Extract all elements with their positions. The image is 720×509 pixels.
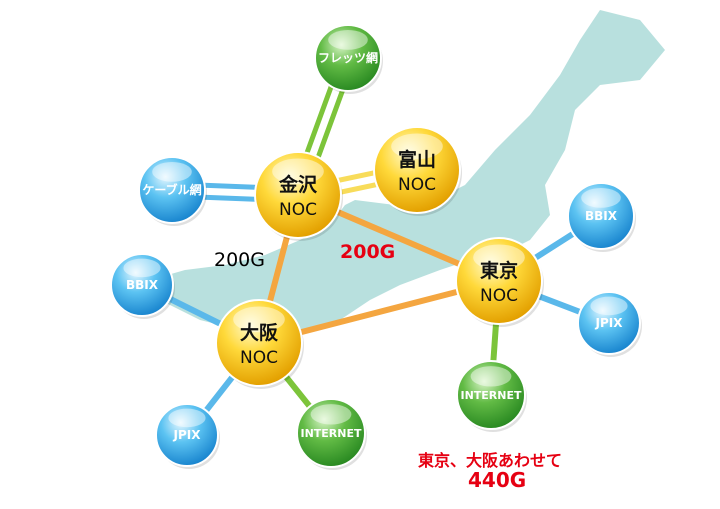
node-sublabel: NOC <box>398 175 436 195</box>
node-sublabel: NOC <box>480 286 518 306</box>
node-bbix_w[interactable]: BBIX <box>110 253 175 319</box>
node-label: BBIX <box>585 209 618 223</box>
node-label: フレッツ網 <box>318 50 378 65</box>
node-toyama[interactable]: 富山 NOC <box>373 126 462 216</box>
node-label: JPIX <box>173 428 202 442</box>
node-bbix_e[interactable]: BBIX <box>567 182 636 252</box>
node-label: ケーブル網 <box>142 182 201 197</box>
node-internet_e[interactable]: INTERNET <box>456 360 527 432</box>
node-osaka[interactable]: 大阪 NOC <box>215 299 304 389</box>
node-flets[interactable]: フレッツ網 <box>314 24 383 94</box>
node-label: 富山 <box>398 148 436 171</box>
bandwidth-label-kanazawa-tokyo: 200G <box>340 241 396 263</box>
node-sublabel: NOC <box>279 200 317 220</box>
node-label: JPIX <box>595 316 624 330</box>
node-sublabel: NOC <box>240 348 278 368</box>
node-cable[interactable]: ケーブル網 <box>138 156 207 226</box>
node-internet_w[interactable]: INTERNET <box>296 398 367 470</box>
total-bandwidth: 440G <box>468 468 527 492</box>
node-label: 東京 <box>480 259 518 282</box>
node-tokyo[interactable]: 東京 NOC <box>455 237 544 327</box>
total-caption: 東京、大阪あわせて <box>418 451 563 470</box>
node-jpix_w[interactable]: JPIX <box>155 403 220 469</box>
bandwidth-label-kanazawa-osaka: 200G <box>214 249 265 271</box>
node-label: 金沢 <box>278 173 318 196</box>
node-label: 大阪 <box>240 321 279 344</box>
node-label: INTERNET <box>300 427 362 440</box>
japan-map <box>150 10 665 335</box>
node-label: BBIX <box>126 278 159 292</box>
node-jpix_e[interactable]: JPIX <box>577 291 642 357</box>
node-kanazawa[interactable]: 金沢 NOC <box>254 151 343 241</box>
node-label: INTERNET <box>460 389 522 402</box>
